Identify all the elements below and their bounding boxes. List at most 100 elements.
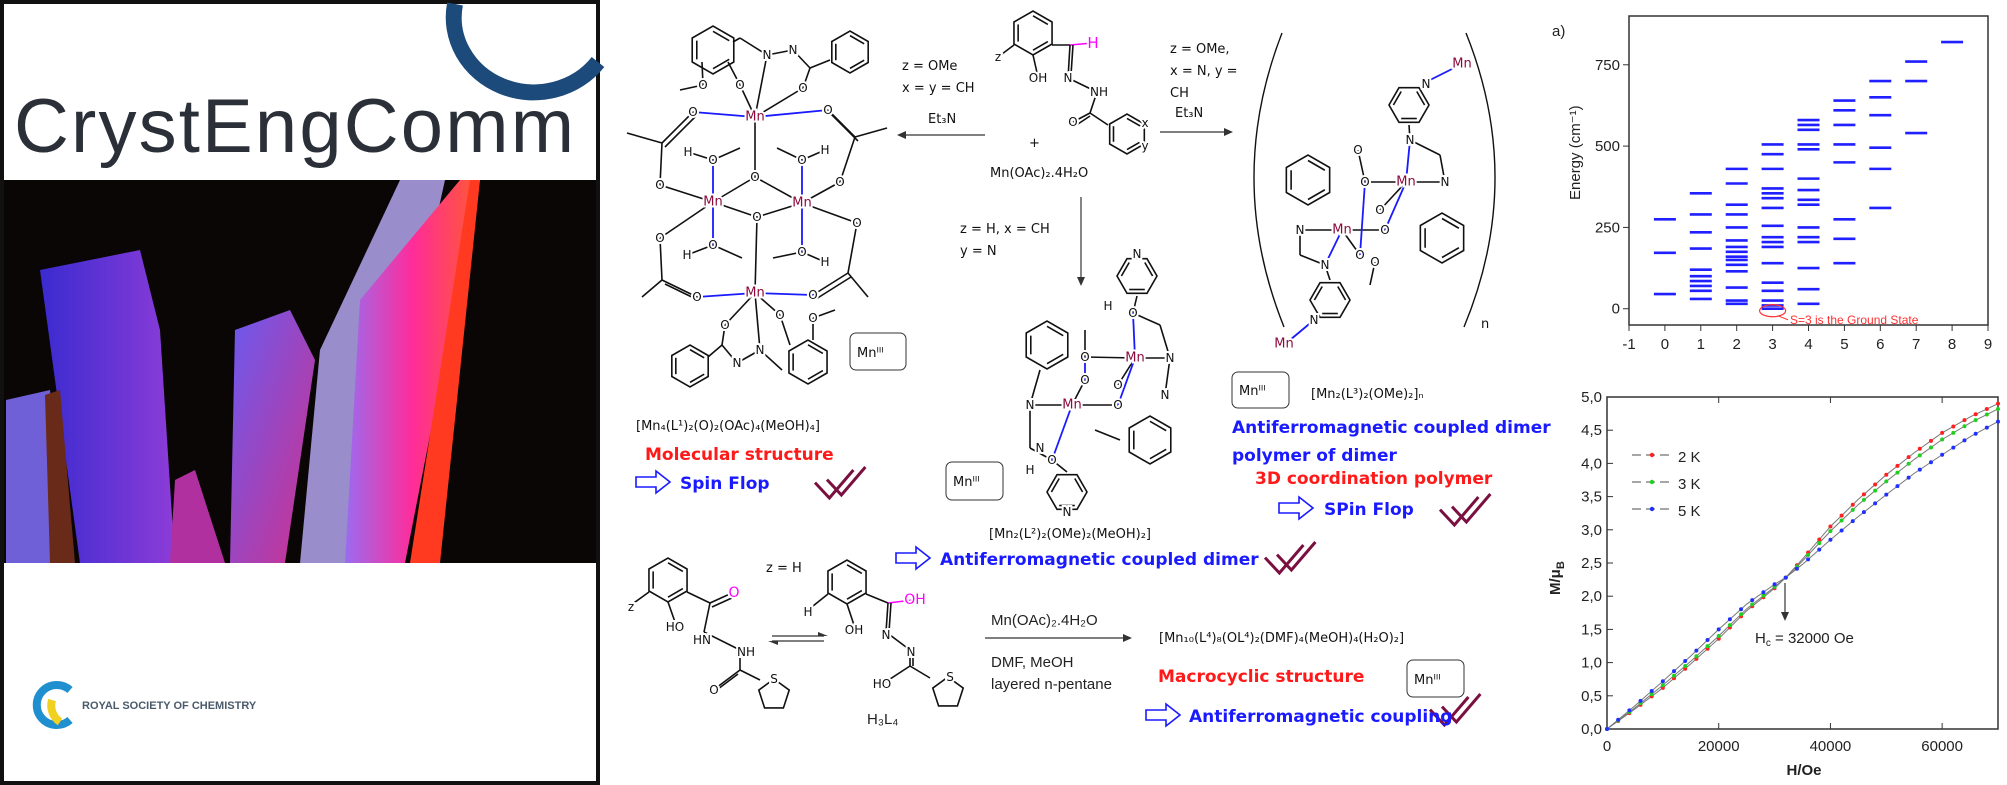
y-tick-label: 4,0 xyxy=(1581,455,1602,472)
atom-label-ho: HO xyxy=(873,677,891,691)
bond xyxy=(727,61,741,86)
complex1-formula: [Mn₄(L¹)₂(O)₂(OAc)₄(MeOH)₄] xyxy=(636,419,820,434)
y-tick-label: 4,5 xyxy=(1581,422,1602,439)
data-point-5K xyxy=(1627,708,1632,713)
equilibrium-arrow-icon xyxy=(768,641,778,645)
data-point-2K xyxy=(1940,430,1945,435)
coordination-bond xyxy=(754,109,829,118)
y-tick-label: 500 xyxy=(1595,138,1620,155)
data-point-5K xyxy=(1660,679,1665,684)
aromatic-ring xyxy=(831,30,869,74)
oxidation-badge-text: Mnᴵᴵᴵ xyxy=(953,475,980,490)
bond xyxy=(667,601,676,623)
bond xyxy=(659,201,714,239)
complex3-description: polymer of dimer xyxy=(1232,446,1398,466)
bond xyxy=(1357,149,1366,183)
data-point-3K xyxy=(1672,673,1677,678)
atom-label-mn: Mn xyxy=(745,110,764,125)
atom-label-h: H xyxy=(683,145,692,159)
atom-label-n: N xyxy=(1064,71,1073,85)
bond xyxy=(888,602,892,633)
data-point-5K xyxy=(1761,590,1766,595)
data-point-2K xyxy=(1850,502,1855,507)
y-tick-label: 250 xyxy=(1595,219,1620,236)
plot-frame xyxy=(1628,15,1989,326)
data-point-5K xyxy=(1850,519,1855,524)
data-point-2K xyxy=(1839,513,1844,518)
bond xyxy=(712,244,743,259)
atom-label-o: O xyxy=(1080,373,1089,387)
oxidation-badge xyxy=(945,461,1004,501)
bond xyxy=(724,292,756,326)
complex3-formula: [Mn₂(L³)₂(OMe)₂]ₙ xyxy=(1311,387,1424,402)
bond xyxy=(1067,44,1071,79)
data-point-5K xyxy=(1951,445,1956,450)
bond xyxy=(1409,139,1441,156)
atom-label-s: S xyxy=(770,672,778,686)
aromatic-ring xyxy=(1309,281,1351,319)
data-point-5K xyxy=(1996,419,2000,424)
ground-state-marker xyxy=(1758,304,1787,318)
crystal-illustration xyxy=(6,180,480,563)
complex1-info: Mnᴵᴵᴵ [Mn₄(L¹)₂(O)₂(OAc)₄(MeOH)₄] Molecu… xyxy=(635,332,907,495)
oxidation-badge-text: Mnᴵᴵᴵ xyxy=(857,346,884,361)
bond xyxy=(801,149,826,161)
atom-label-n: N xyxy=(789,43,798,57)
atom-label-o: O xyxy=(708,153,717,167)
bond xyxy=(1126,117,1141,127)
atom-label-nh: NH xyxy=(1090,85,1108,99)
x-tick-label: 0 xyxy=(1603,738,1611,755)
bond xyxy=(1392,91,1402,106)
bond xyxy=(1307,189,1326,201)
y-tick-label: 5,0 xyxy=(1581,389,1602,406)
aromatic-ring xyxy=(1285,154,1331,206)
x-tick-label: 4 xyxy=(1804,336,1812,353)
arrow-head-icon xyxy=(1781,612,1789,621)
arrow-head-icon xyxy=(1123,634,1132,642)
data-point-3K xyxy=(1973,418,1978,423)
atom-label-o: O xyxy=(688,105,697,119)
bond xyxy=(1046,353,1064,365)
hollow-arrow-icon xyxy=(895,545,932,571)
series-line-2K xyxy=(1606,403,1999,730)
data-point-3K xyxy=(1962,424,1967,429)
data-point-5K xyxy=(1683,659,1688,664)
data-point-5K xyxy=(1727,617,1732,622)
data-point-3K xyxy=(1906,461,1911,466)
data-point-3K xyxy=(1727,623,1732,628)
condition-text: x = N, y = xyxy=(1170,64,1238,79)
data-point-2K xyxy=(1973,412,1978,417)
bond xyxy=(712,30,730,42)
data-point-2K xyxy=(1984,406,1989,411)
reaction-solvent: layered n-pentane xyxy=(991,676,1112,693)
data-point-3K xyxy=(1895,470,1900,475)
bond xyxy=(732,37,741,43)
data-point-3K xyxy=(1940,437,1945,442)
equilibrium-arrow-icon xyxy=(818,632,828,636)
bond xyxy=(1050,478,1060,493)
data-point-5K xyxy=(1839,528,1844,533)
data-point-5K xyxy=(1694,648,1699,653)
atom-label-h: H xyxy=(820,255,829,269)
atom-label-mn: Mn xyxy=(1274,337,1293,352)
right-conditions: z = OMe, x = N, y = CH Et₃N xyxy=(1160,42,1238,136)
atom-label-o: O xyxy=(852,216,861,230)
atom-label-hn: HN xyxy=(693,633,711,647)
bond xyxy=(1046,325,1064,337)
bond xyxy=(807,369,824,380)
data-point-5K xyxy=(1783,575,1788,580)
atom-label-z: z xyxy=(628,600,634,614)
bond xyxy=(1032,54,1039,78)
oxidation-badge xyxy=(1406,659,1465,698)
bond xyxy=(1132,312,1161,326)
condition-text: CH xyxy=(1170,86,1189,101)
highlighted-oxygen: O xyxy=(728,585,739,601)
atom-label-n: N xyxy=(1161,388,1170,402)
atom-label-n: N xyxy=(1422,77,1431,91)
complex2-info: Mnᴵᴵᴵ [Mn₂(L²)₂(OMe)₂(MeOH)₂] Antiferrom… xyxy=(895,461,1259,571)
bond xyxy=(756,202,803,218)
atom-label-o: O xyxy=(692,290,701,304)
y-tick-label: 2,5 xyxy=(1581,555,1602,572)
y-axis-label: Energy (cm⁻¹) xyxy=(1567,105,1584,200)
atom-label-o: O xyxy=(1370,255,1379,269)
